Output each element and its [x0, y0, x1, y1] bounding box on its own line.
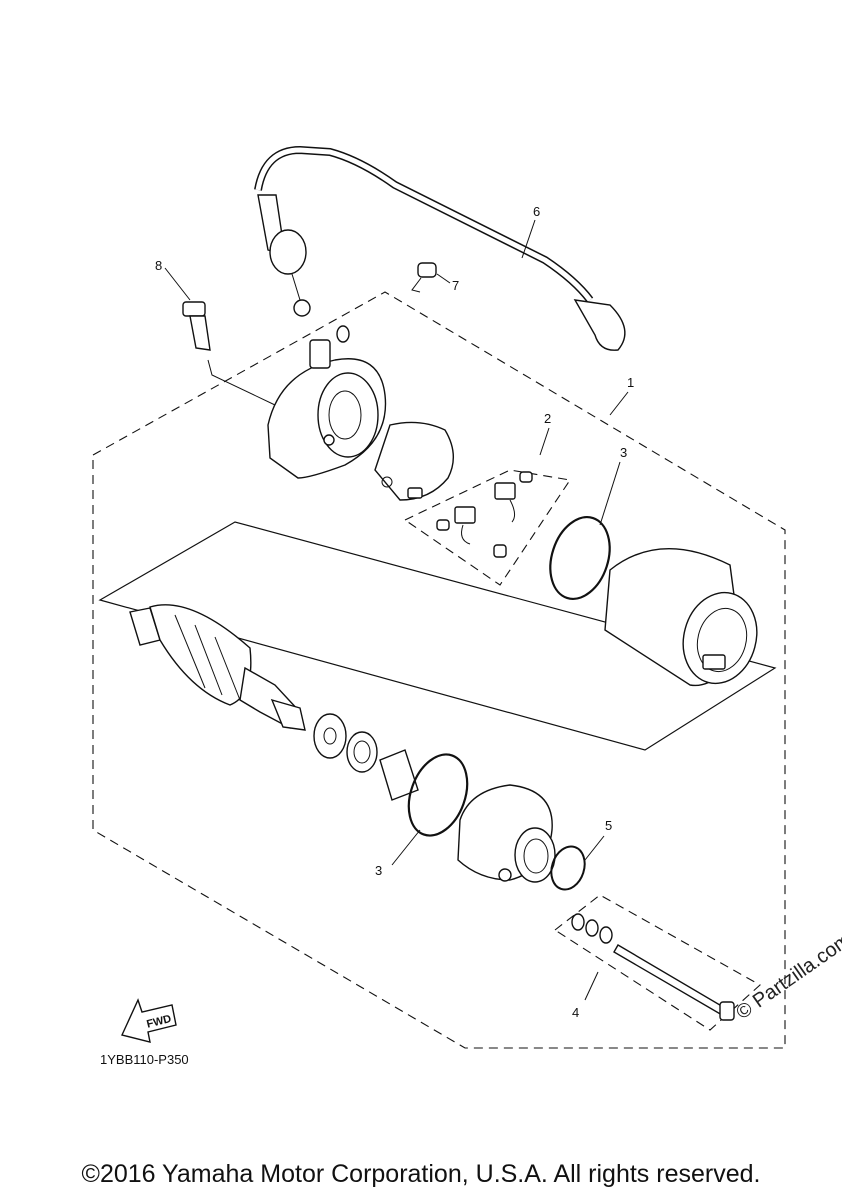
- callout-3-upper: 3: [620, 445, 627, 460]
- partzilla-watermark: © Partzilla.com: [732, 929, 842, 1024]
- diagram-code: 1YBB110-P350: [100, 1052, 189, 1067]
- fwd-arrow-icon: FWD: [121, 998, 177, 1043]
- washer-kit-boundary: [554, 894, 761, 1031]
- callout-8: 8: [155, 258, 162, 273]
- callout-3-lower: 3: [375, 863, 382, 878]
- o-ring-upper: [549, 516, 611, 600]
- screw-7: [411, 262, 437, 293]
- lead-wire: [254, 145, 626, 351]
- assembly-boundary: [92, 291, 786, 1049]
- washers-and-through-bolt: [571, 913, 735, 1021]
- armature-plane: [98, 521, 777, 751]
- o-ring-lower: [407, 753, 469, 837]
- bolt-8: [182, 301, 211, 351]
- callout-5: 5: [605, 818, 612, 833]
- callout-4: 4: [572, 1005, 579, 1020]
- brush-holder: [374, 421, 454, 501]
- callout-2: 2: [544, 411, 551, 426]
- front-cover: [457, 784, 556, 883]
- yoke-housing: [604, 548, 758, 687]
- ball-bearing: [346, 731, 378, 773]
- o-ring-5: [550, 845, 586, 891]
- callout-1: 1: [627, 375, 634, 390]
- armature: [129, 604, 306, 731]
- copyright-notice: ©2016 Yamaha Motor Corporation, U.S.A. A…: [81, 1160, 761, 1188]
- rear-cover: [267, 339, 387, 479]
- callout-6: 6: [533, 204, 540, 219]
- brush-set: [436, 471, 533, 558]
- needle-bearing: [379, 749, 419, 801]
- thrust-washer: [313, 713, 347, 759]
- brush-kit-boundary: [403, 469, 571, 586]
- callout-7: 7: [452, 278, 459, 293]
- svg-text:FWD: FWD: [145, 1013, 172, 1031]
